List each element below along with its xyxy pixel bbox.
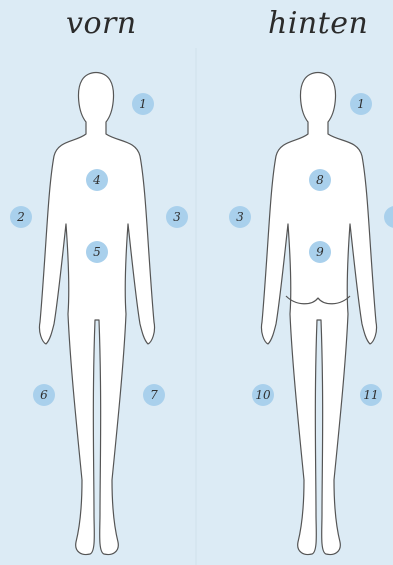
front-figure: [39, 73, 154, 555]
front-figure-body: [39, 73, 154, 555]
front-marker-right-leg: 6: [33, 384, 55, 406]
back-marker-head: 1: [350, 93, 372, 115]
front-marker-chest: 4: [86, 169, 108, 191]
back-view-heading: hinten: [268, 6, 368, 41]
back-marker-lower-back: 9: [309, 241, 331, 263]
back-figure-body: [261, 73, 376, 555]
front-marker-left-arm: 3: [166, 206, 188, 228]
front-marker-right-arm: 2: [10, 206, 32, 228]
back-marker-right-arm: 3: [229, 206, 251, 228]
front-view-heading: vorn: [66, 6, 137, 41]
back-marker-right-leg: 10: [252, 384, 274, 406]
front-marker-left-leg: 7: [143, 384, 165, 406]
back-marker-left-leg: 11: [360, 384, 382, 406]
front-marker-head: 1: [132, 93, 154, 115]
front-marker-belly: 5: [86, 241, 108, 263]
back-marker-upper-back: 8: [309, 169, 331, 191]
back-figure: [261, 73, 376, 555]
